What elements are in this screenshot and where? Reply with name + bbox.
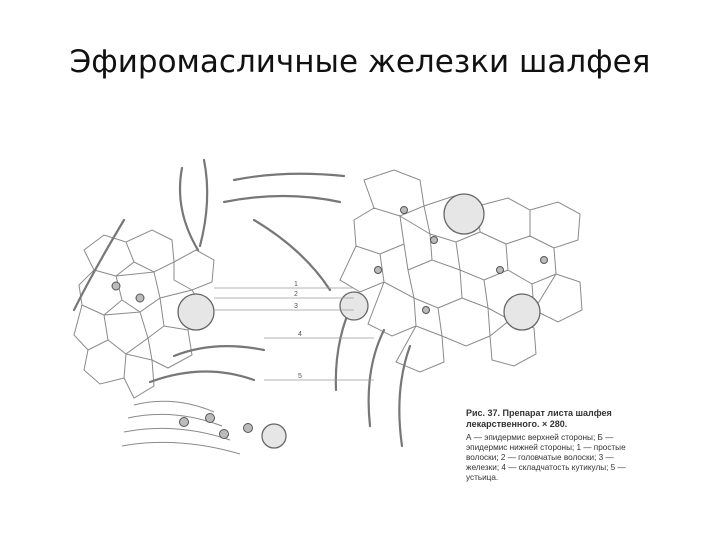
leader-number-4: 4: [298, 331, 302, 338]
capitate-hairs: [111, 206, 548, 439]
caption-line: железки; 4 — складчатость кутикулы; 5 —: [466, 463, 626, 472]
caption-line: эпидермис нижней стороны; 1 — простые: [466, 443, 626, 452]
caption-title: Рис. 37. Препарат листа шалфея лекарстве…: [466, 408, 612, 429]
leader-number-3: 3: [294, 303, 298, 310]
leader-numbers: 1 2 3 4 5: [294, 281, 302, 380]
essential-oil-glands: [177, 193, 541, 449]
leader-number-5: 5: [298, 373, 302, 380]
leader-lines: [214, 287, 374, 381]
caption-line: устьица.: [466, 473, 499, 482]
figure-caption: Рис. 37. Препарат листа шалфея лекарстве…: [466, 408, 676, 483]
leaf-micrograph-figure: 1 2 3 4 5 Рис. 37. Препарат листа шалфея…: [64, 150, 674, 540]
leader-number-1: 1: [294, 281, 298, 288]
epidermis-cells-left: [73, 229, 215, 399]
slide-title: Эфиромасличные железки шалфея: [69, 44, 651, 80]
caption-line: волоски; 2 — головчатые волоски; 3 —: [466, 453, 614, 462]
leader-number-2: 2: [294, 291, 298, 298]
cuticle-folds: [121, 400, 241, 455]
leaf-micrograph-drawing: 1 2 3 4 5: [72, 158, 583, 455]
caption-line: А — эпидермис верхней стороны; Б —: [466, 433, 614, 442]
